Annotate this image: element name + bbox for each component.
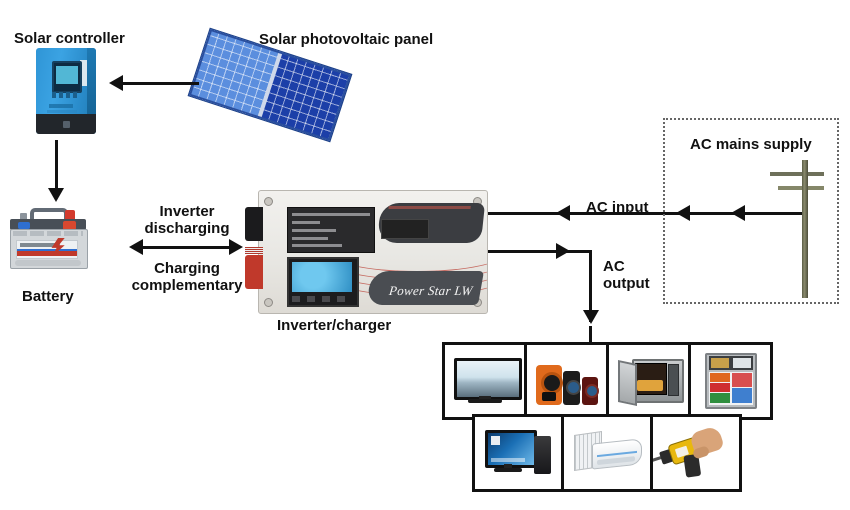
- appliance-cell-computer: [472, 414, 564, 492]
- inverter-lcd-glass: [292, 262, 352, 292]
- battery-label: Battery: [22, 288, 74, 305]
- controller-to-battery-arrowhead: [48, 188, 64, 202]
- appliance-load-group: [442, 342, 773, 494]
- appliance-row-1: [442, 342, 773, 420]
- controller-brand-sub: [47, 110, 77, 113]
- inverter-spec-plate: [287, 207, 375, 253]
- utility-pole-crossarm-lower: [778, 186, 824, 190]
- ac-output-line-to-loads: [589, 326, 592, 344]
- inverter-lcd-display: [287, 257, 359, 307]
- controller-display: [52, 61, 82, 93]
- battery-cell-caps: [13, 231, 83, 236]
- battery-inverter-line: [143, 246, 231, 249]
- controller-to-battery-line: [55, 140, 58, 190]
- inverter-brand-text: Power Star LW: [388, 283, 474, 298]
- battery-label-sticker: [16, 240, 78, 259]
- ac-input-arrowhead-far: [731, 205, 745, 221]
- controller-tag: [80, 60, 87, 86]
- solar-panel-label: Solar photovoltaic panel: [259, 31, 434, 48]
- ac-input-label: AC input: [586, 199, 649, 216]
- appliance-cell-power-drill: [650, 414, 742, 492]
- appliance-cell-refrigerator: [688, 342, 773, 420]
- air-conditioner-icon: [574, 431, 642, 473]
- controller-base: [36, 114, 96, 134]
- power-drill-icon: [653, 421, 733, 486]
- battery-negative-marker: [18, 222, 30, 229]
- speaker-icon: [535, 357, 599, 405]
- microwave-icon: [617, 359, 684, 407]
- battery-positive-terminal: [65, 210, 75, 222]
- appliance-cell-air-conditioner: [561, 414, 653, 492]
- inverter-screw-top-left: [264, 197, 273, 206]
- ac-output-arrowhead-right: [556, 243, 570, 259]
- appliance-row-2: [472, 414, 742, 492]
- utility-pole-icon: [802, 160, 808, 298]
- panel-to-controller-arrowhead: [109, 75, 123, 91]
- appliance-cell-microwave: [606, 342, 691, 420]
- panel-to-controller-line: [123, 82, 199, 85]
- ac-mains-supply-box: [663, 118, 839, 304]
- battery-positive-marker: [63, 221, 76, 230]
- ac-mains-supply-label: AC mains supply: [690, 136, 812, 153]
- controller-buttons: [52, 92, 78, 98]
- charging-complementary-label: Charging complementary: [131, 260, 243, 295]
- battery-base: [15, 260, 81, 266]
- inverter-discharging-label: Inverter discharging: [144, 203, 230, 238]
- appliance-cell-speakers: [524, 342, 609, 420]
- inverter-positive-terminal: [245, 255, 263, 289]
- utility-pole-crossarm-upper: [770, 172, 824, 176]
- solar-controller-label: Solar controller: [14, 30, 125, 47]
- ac-input-arrowhead-mid: [676, 205, 690, 221]
- ac-output-line-horizontal: [488, 250, 592, 253]
- ac-input-arrowhead-near-inverter: [556, 205, 570, 221]
- ac-output-arrowhead-down: [583, 310, 599, 324]
- tv-icon: [453, 358, 522, 404]
- controller-side: [87, 48, 96, 134]
- inverter-charger-label: Inverter/charger: [277, 317, 392, 334]
- controller-brand-mark: [49, 104, 73, 108]
- battery-inverter-arrowhead-left: [129, 239, 143, 255]
- ac-output-line-vertical: [589, 250, 592, 322]
- inverter-negative-terminal: [245, 207, 263, 241]
- inverter-terminal-stripes: [245, 247, 263, 254]
- refrigerator-icon: [704, 353, 757, 409]
- battery-inverter-arrowhead-right: [229, 239, 243, 255]
- battery-top-cover: [10, 219, 86, 230]
- solar-controller-device: [36, 48, 96, 134]
- inverter-port-block: [381, 219, 429, 239]
- computer-icon: [485, 430, 551, 476]
- battery-device: [10, 205, 88, 269]
- ac-input-line: [488, 212, 808, 215]
- ac-output-label: AC output: [603, 258, 650, 293]
- inverter-screw-bottom-left: [264, 298, 273, 307]
- inverter-charger-device: Power Star LW: [245, 190, 488, 314]
- appliance-cell-television: [442, 342, 527, 420]
- inverter-keypad: [292, 296, 352, 302]
- battery-negative-terminal: [20, 213, 27, 222]
